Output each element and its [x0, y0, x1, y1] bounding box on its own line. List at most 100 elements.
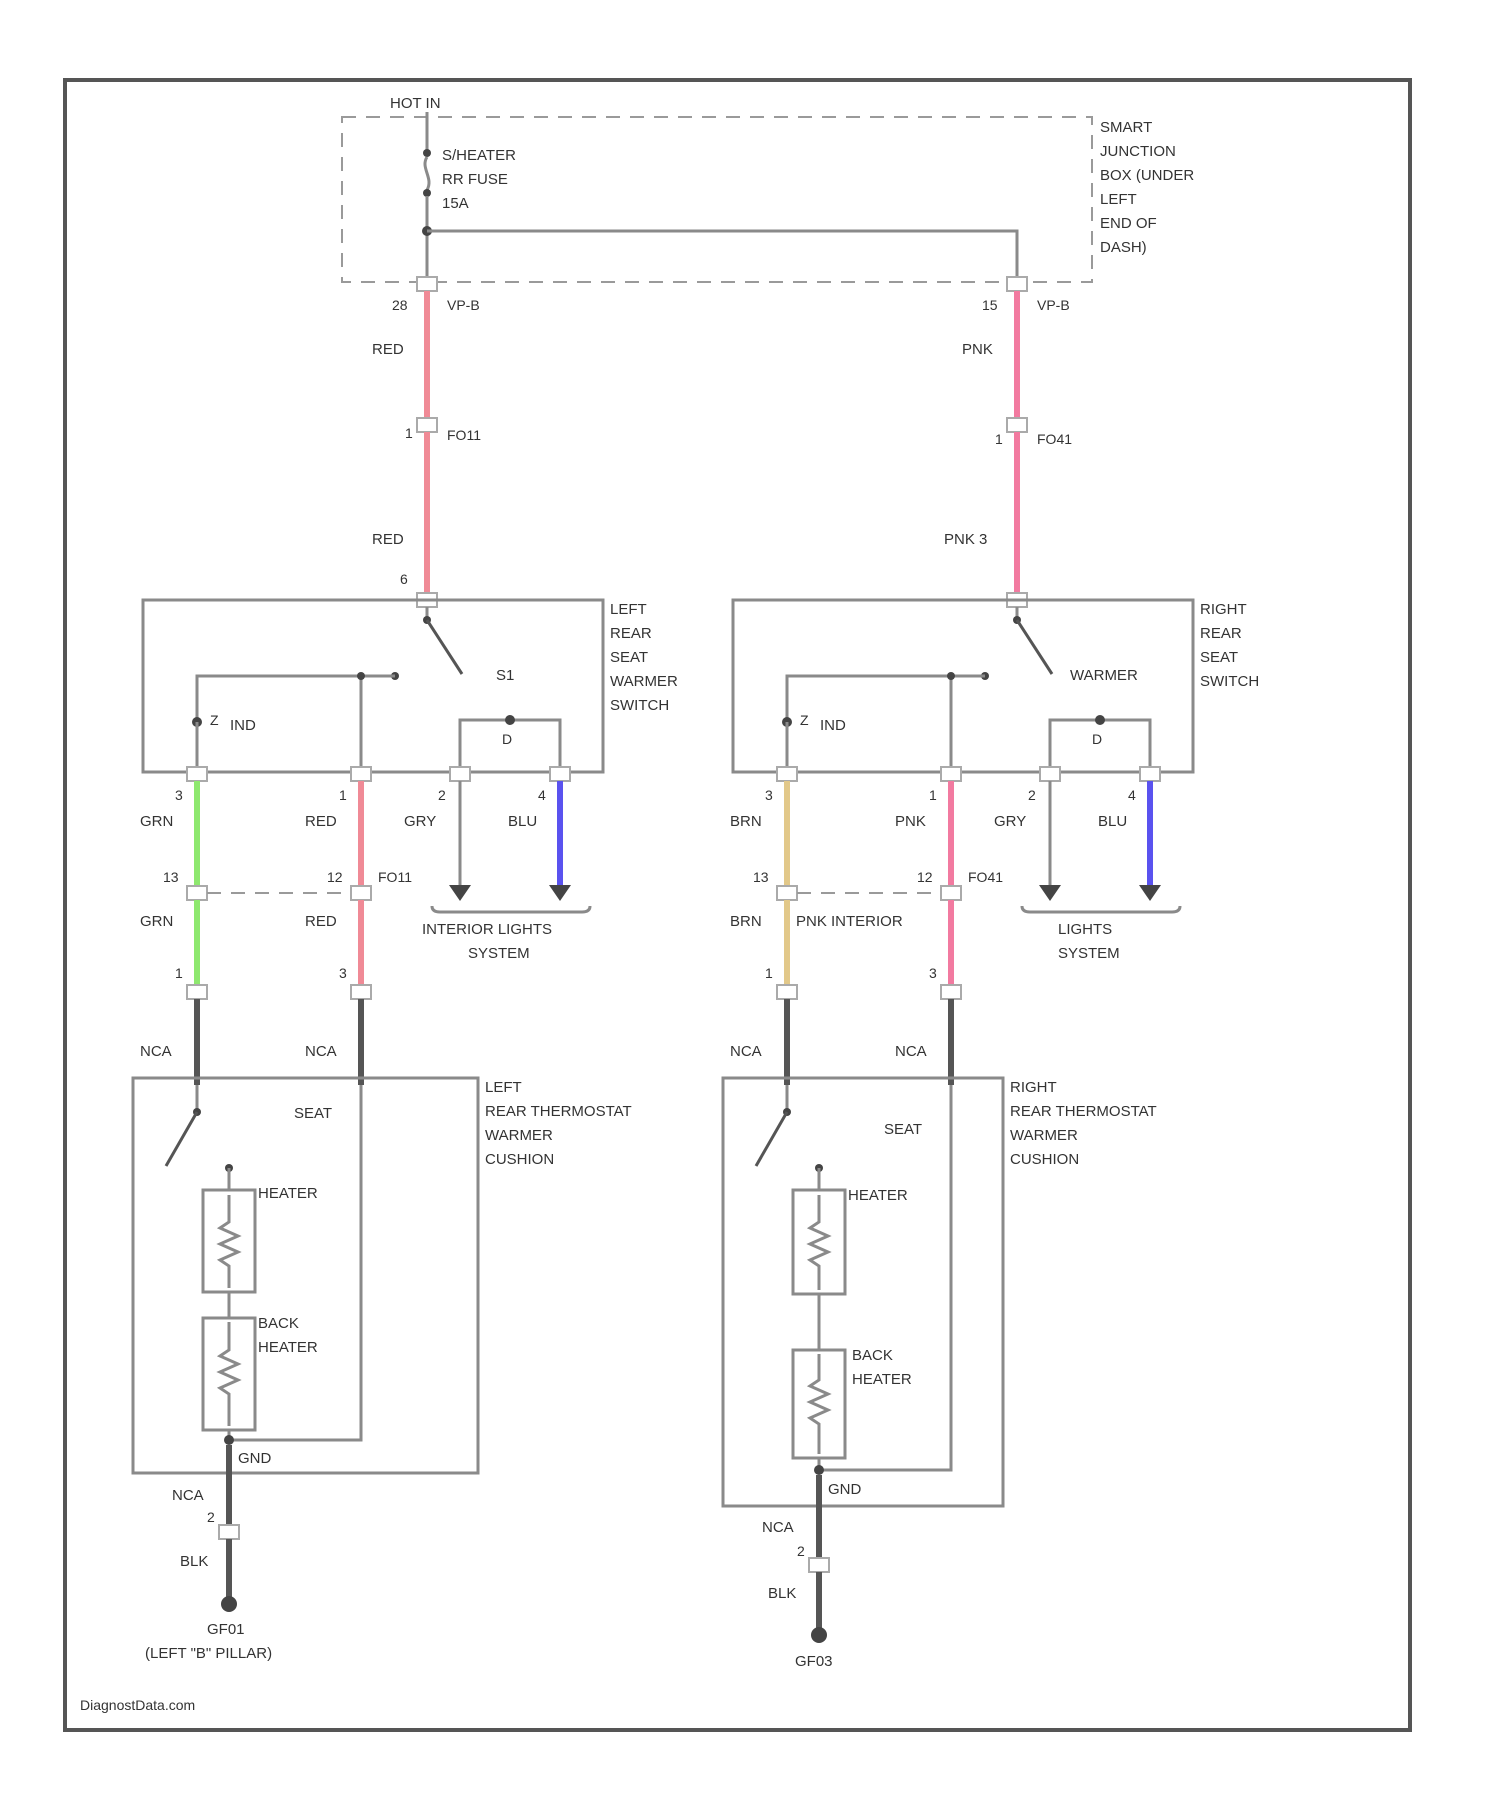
cushion-pin-3 — [351, 985, 371, 999]
pin-label-ground: 2 — [207, 1509, 215, 1525]
ground-gf01-location: (LEFT "B" PILLAR) — [145, 1645, 272, 1662]
wire-label-brn: BRN — [730, 813, 762, 830]
connector-label-vp-b-right: VP-B — [1037, 297, 1070, 313]
pin-label-cushion-1: 1 — [175, 965, 183, 981]
left-heater-return-wire — [229, 1085, 361, 1440]
left-gnd-label: GND — [238, 1450, 272, 1467]
left-seat-label: SEAT — [294, 1105, 332, 1122]
connector-fo11-lower-a — [187, 886, 207, 900]
right-switch-pin-2 — [1040, 767, 1060, 781]
right-cushion-pin-1 — [777, 985, 797, 999]
hot-in-label: HOT IN — [390, 95, 441, 112]
right-arrow-gry — [1039, 885, 1061, 901]
wire-label-grn: GRN — [140, 813, 173, 830]
wire-label-nca-ground: NCA — [172, 1487, 204, 1504]
wire-label-red-top: RED — [372, 341, 404, 358]
svg-text:BOX (UNDER: BOX (UNDER — [1100, 167, 1194, 184]
wire-label-pnk-top: PNK — [962, 341, 993, 358]
left-d-node — [505, 715, 515, 725]
right-d-node — [1095, 715, 1105, 725]
ground-gf01-icon — [221, 1596, 237, 1612]
svg-text:CUSHION: CUSHION — [485, 1151, 554, 1168]
svg-text:HEATER: HEATER — [852, 1371, 912, 1388]
wire-label-nca-a: NCA — [140, 1043, 172, 1060]
right-wire-label-nca-a: NCA — [730, 1043, 762, 1060]
right-pin-label-cushion-3: 3 — [929, 965, 937, 981]
connector-label-fo11-upper: FO11 — [447, 427, 481, 443]
left-heater-resistor-icon — [220, 1195, 238, 1288]
svg-text:S/HEATER: S/HEATER — [442, 147, 516, 164]
left-switch-blade — [427, 620, 462, 674]
connector-ground-right — [809, 1558, 829, 1572]
pin-28: 28 — [392, 297, 408, 313]
right-pin-label-cushion-1: 1 — [765, 965, 773, 981]
right-switch-pin-4 — [1140, 767, 1160, 781]
connector-ground-left — [219, 1525, 239, 1539]
svg-text:15A: 15A — [442, 195, 469, 212]
right-pin-12: 12 — [917, 869, 933, 885]
right-switch-junction — [947, 672, 955, 680]
svg-text:REAR: REAR — [610, 625, 652, 642]
interior-lights-system-label: INTERIOR LIGHTS SYSTEM — [422, 921, 552, 962]
pin-label-1: 1 — [339, 787, 347, 803]
pin-13: 13 — [163, 869, 179, 885]
svg-text:SWITCH: SWITCH — [1200, 673, 1259, 690]
pin-6-left-switch: 6 — [400, 571, 408, 587]
right-gnd-label: GND — [828, 1481, 862, 1498]
right-switch-pin-1 — [941, 767, 961, 781]
cushion-pin-1 — [187, 985, 207, 999]
diagram-frame — [65, 80, 1410, 1730]
pin-12: 12 — [327, 869, 343, 885]
svg-text:SYSTEM: SYSTEM — [468, 945, 530, 962]
right-wire-label-blu: BLU — [1098, 813, 1127, 830]
wire-label-pnk-middle: PNK 3 — [944, 531, 987, 548]
right-pin-label-2: 2 — [1028, 787, 1036, 803]
arrow-blu — [549, 885, 571, 901]
svg-text:LEFT: LEFT — [485, 1079, 522, 1096]
right-seat-label: SEAT — [884, 1121, 922, 1138]
fuse-icon — [425, 157, 429, 190]
connector-vp-b-right — [1007, 277, 1027, 291]
ground-gf03-icon — [811, 1627, 827, 1643]
left-switch-pin-3 — [187, 767, 207, 781]
arrow-gry — [449, 885, 471, 901]
svg-text:INTERIOR LIGHTS: INTERIOR LIGHTS — [422, 921, 552, 938]
left-rear-thermostat-warmer-cushion — [133, 1078, 478, 1473]
right-pin-label-4: 4 — [1128, 787, 1136, 803]
right-pin-label-1: 1 — [929, 787, 937, 803]
svg-text:SWITCH: SWITCH — [610, 697, 669, 714]
fuse-terminal-bottom — [423, 189, 431, 197]
connector-label-fo11-lower: FO11 — [378, 869, 412, 885]
connector-fo11-lower-b — [351, 886, 371, 900]
svg-text:WARMER: WARMER — [610, 673, 678, 690]
svg-text:BACK: BACK — [258, 1315, 299, 1332]
svg-text:BACK: BACK — [852, 1347, 893, 1364]
svg-text:LEFT: LEFT — [1100, 191, 1137, 208]
wire-label-blk: BLK — [180, 1553, 208, 1570]
left-back-heater-resistor-icon — [220, 1322, 238, 1426]
right-switch-pin-3 — [777, 767, 797, 781]
left-switch-name: LEFT REAR SEAT WARMER SWITCH — [610, 601, 678, 714]
svg-text:SYSTEM: SYSTEM — [1058, 945, 1120, 962]
left-cushion-name: LEFT REAR THERMOSTAT WARMER CUSHION — [485, 1079, 632, 1168]
wire-label-nca-b: NCA — [305, 1043, 337, 1060]
footer-watermark: DiagnostData.com — [80, 1697, 195, 1713]
left-switch-pin-2 — [450, 767, 470, 781]
wire-label-red-middle: RED — [372, 531, 404, 548]
svg-text:RIGHT: RIGHT — [1200, 601, 1247, 618]
right-thermostat-switch — [756, 1112, 787, 1166]
svg-text:REAR THERMOSTAT: REAR THERMOSTAT — [485, 1103, 632, 1120]
left-switch-pin-1 — [351, 767, 371, 781]
pin-1-fo11: 1 — [405, 425, 413, 441]
svg-text:WARMER: WARMER — [485, 1127, 553, 1144]
right-feed-wire — [427, 231, 1017, 277]
right-back-heater-resistor-icon — [810, 1354, 828, 1454]
pin-label-2: 2 — [438, 787, 446, 803]
right-cushion-pin-3 — [941, 985, 961, 999]
right-cushion-name: RIGHT REAR THERMOSTAT WARMER CUSHION — [1010, 1079, 1157, 1168]
right-ind-label: IND — [820, 717, 846, 734]
wire-label-red: RED — [305, 813, 337, 830]
left-heater-label: HEATER — [258, 1185, 318, 1202]
right-d-label: D — [1092, 731, 1102, 747]
pin-label-4: 4 — [538, 787, 546, 803]
